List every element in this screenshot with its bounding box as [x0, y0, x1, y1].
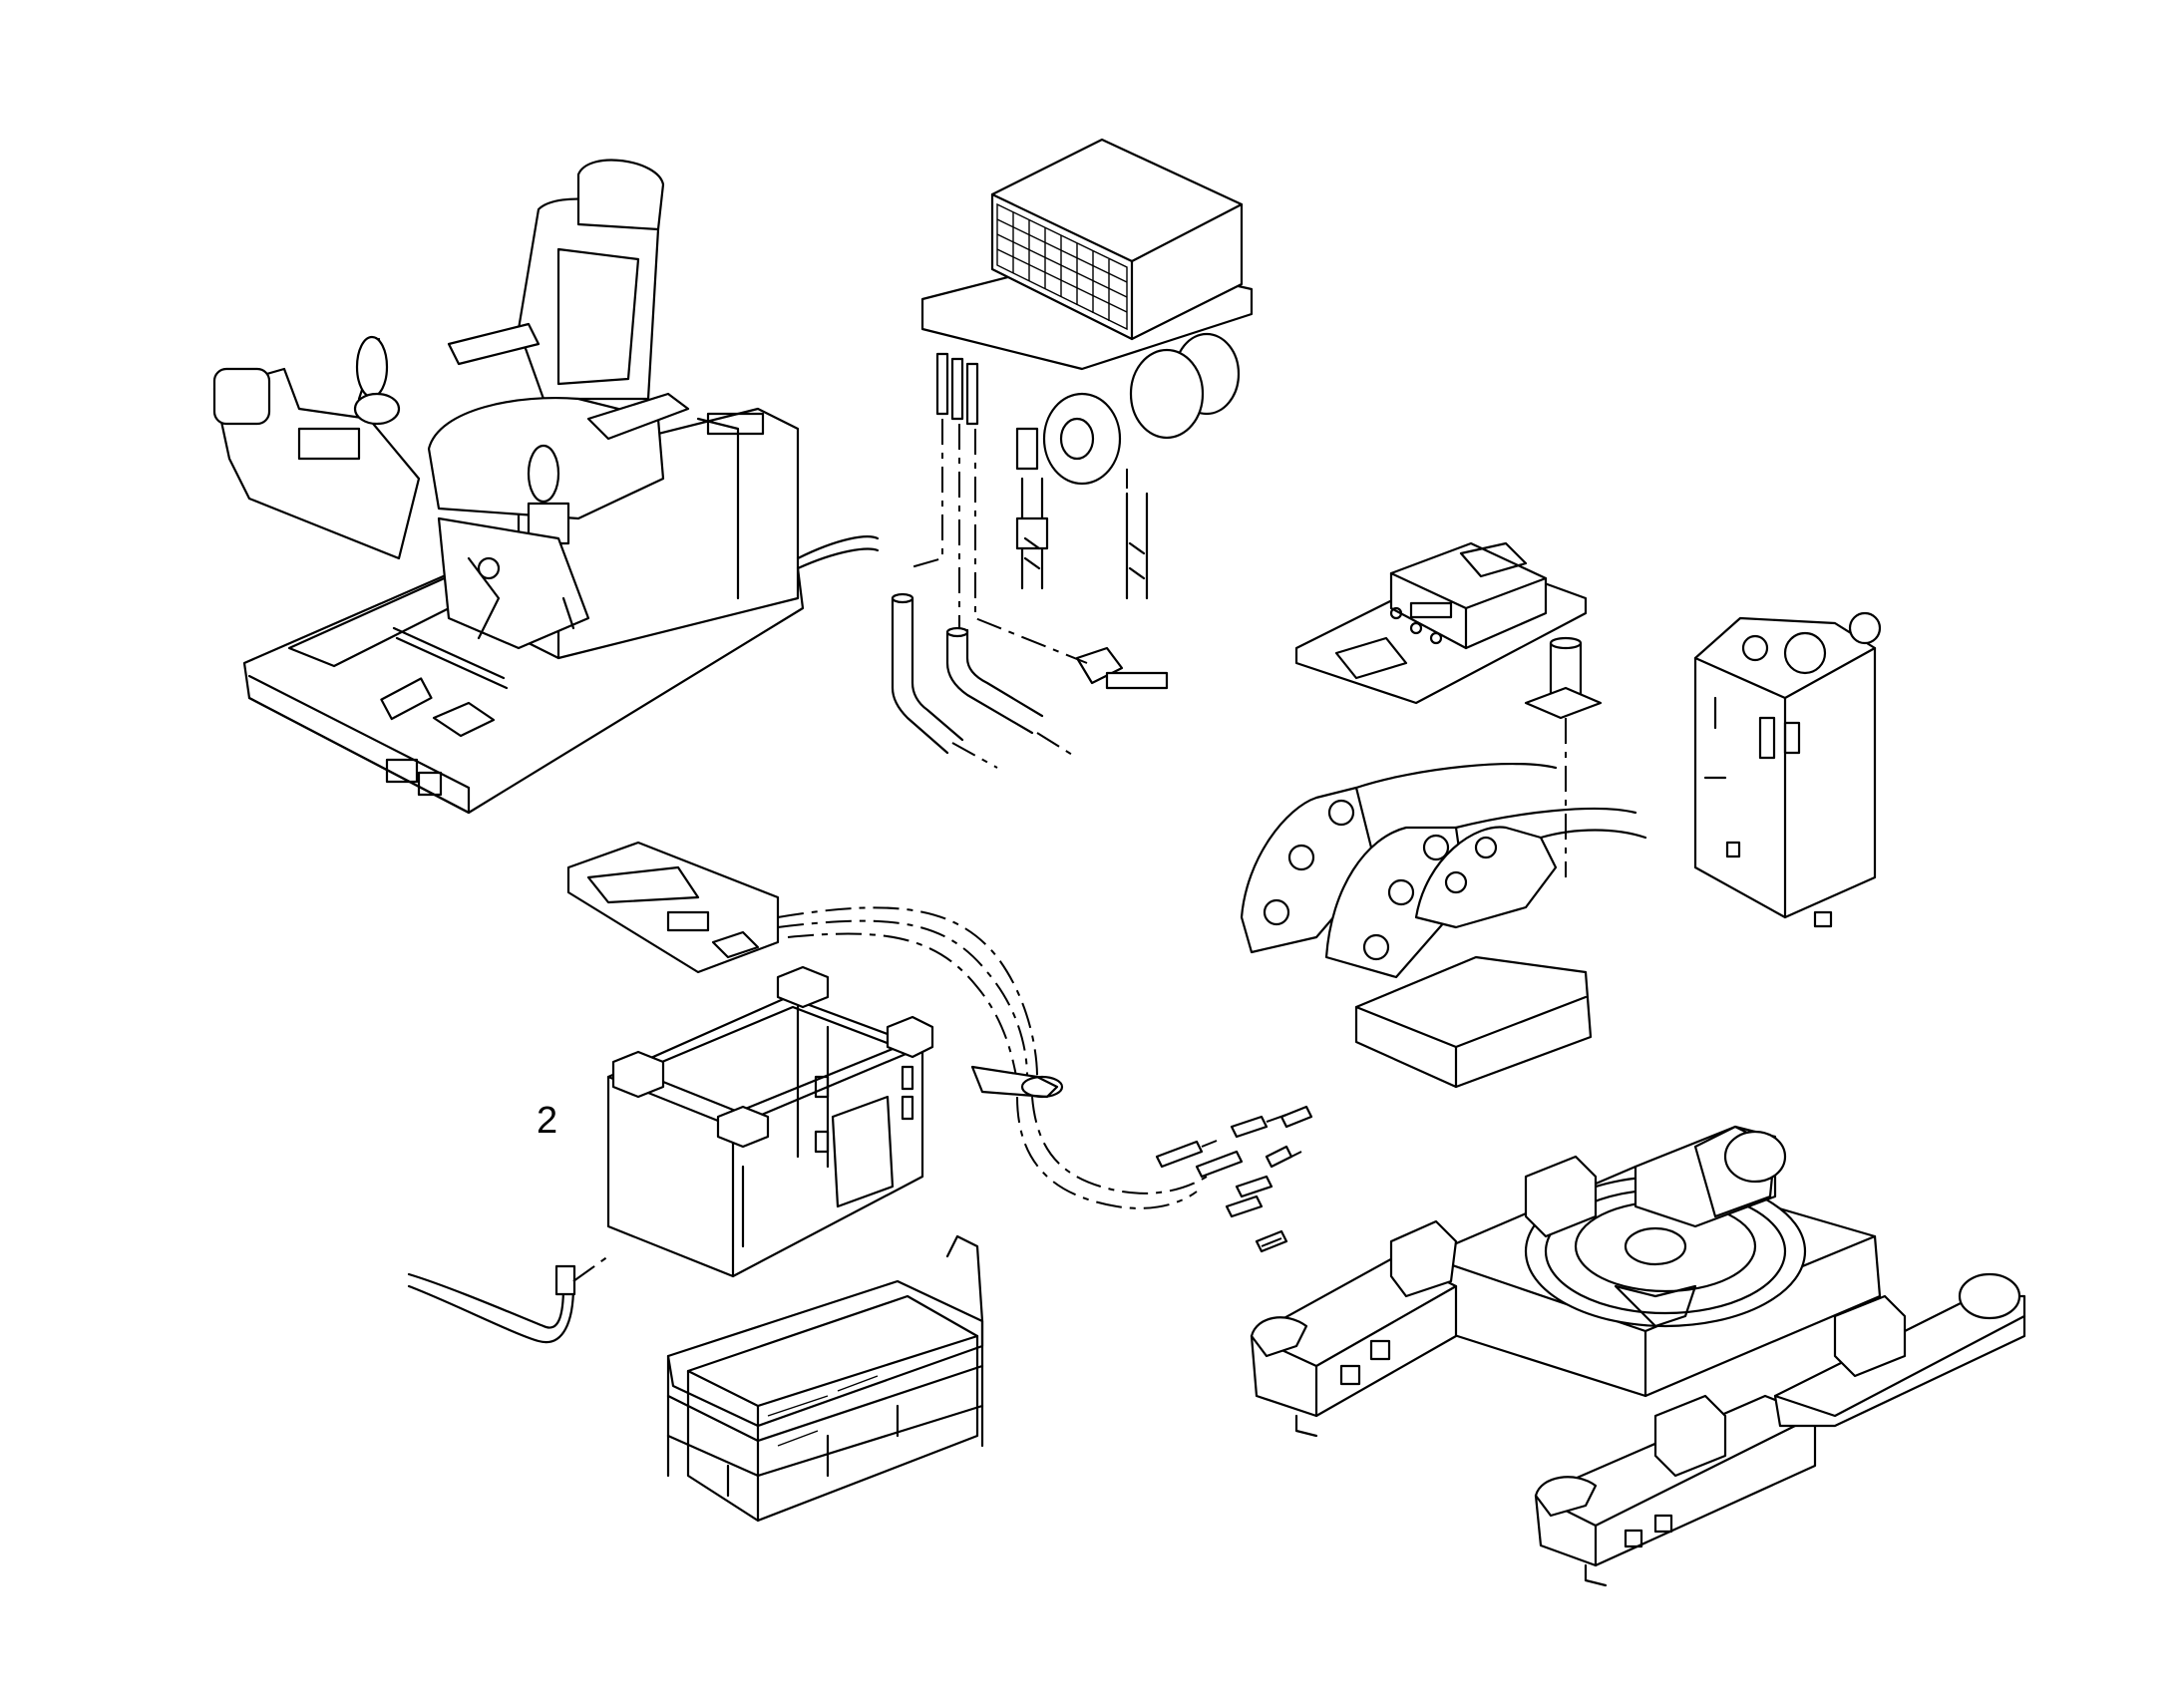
control-panel-assembly [1294, 541, 1603, 877]
heater-unit-assembly [891, 138, 1254, 769]
bolts-and-connectors [1155, 1105, 1313, 1253]
operator-cab-assembly [212, 159, 880, 815]
heater-grille [996, 202, 1128, 331]
battery-tray [666, 1234, 984, 1523]
hydraulic-tank [1693, 611, 1882, 928]
battery-box-assembly [407, 841, 1313, 1344]
callout-label-2: 2 [537, 1100, 557, 1142]
boom-mount-frame [1240, 762, 1647, 1089]
upper-frame-undercarriage [1250, 1125, 2026, 1587]
